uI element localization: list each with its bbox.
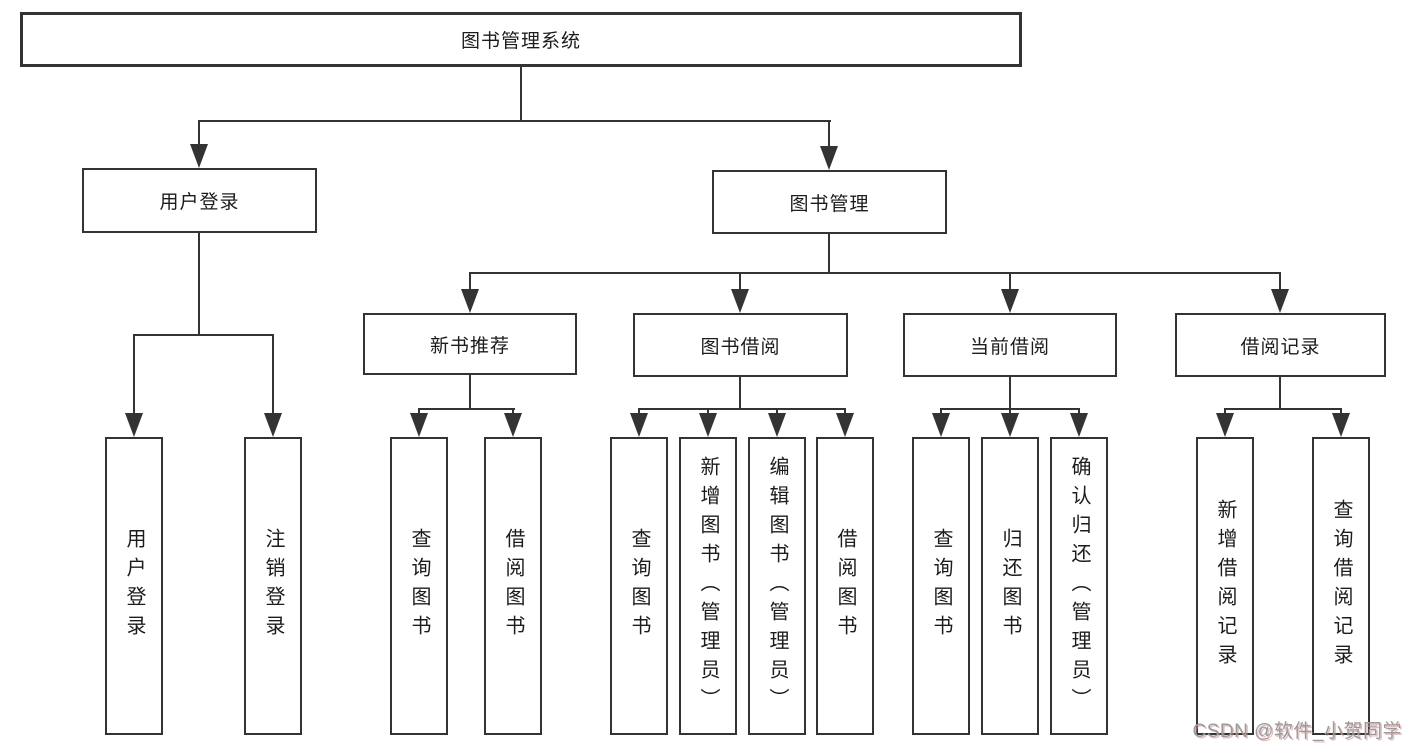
node-root: 图书管理系统 <box>20 12 1022 67</box>
node-cb-confirm-return: 确认归还（管理员） <box>1050 437 1108 735</box>
node-label: 借阅图书 <box>502 528 524 644</box>
connector-line <box>272 336 274 413</box>
connector-line <box>940 408 1080 410</box>
connector-line <box>739 274 741 289</box>
node-user-login: 用户登录 <box>82 168 317 233</box>
node-cb-query-books: 查询图书 <box>912 437 970 735</box>
connector-line <box>469 272 1281 274</box>
node-user-login-leaf: 用户登录 <box>105 437 163 735</box>
arrowhead-down-icon <box>1001 413 1019 437</box>
arrowhead-down-icon <box>1216 413 1234 437</box>
connector-line <box>1009 377 1011 408</box>
arrowhead-down-icon <box>410 413 428 437</box>
node-label: 当前借阅 <box>969 336 1050 358</box>
node-label: 图书管理 <box>789 193 870 215</box>
connector-line <box>469 375 471 408</box>
arrowhead-down-icon <box>1271 289 1289 313</box>
node-label: 查询图书 <box>408 528 430 644</box>
connector-line <box>469 274 471 289</box>
arrowhead-down-icon <box>504 413 522 437</box>
arrowhead-down-icon <box>836 413 854 437</box>
connector-line <box>1224 408 1342 410</box>
arrowhead-down-icon <box>264 413 282 437</box>
node-label: 查询图书 <box>628 528 650 644</box>
arrowhead-down-icon <box>699 413 717 437</box>
node-label: 查询图书 <box>930 528 952 644</box>
connector-line <box>418 408 515 410</box>
node-label: 新增借阅记录 <box>1214 499 1236 673</box>
node-label: 借阅记录 <box>1240 336 1321 358</box>
node-book-borrow: 图书借阅 <box>633 313 848 377</box>
watermark: CSDN @软件_小贺同学 <box>1192 721 1402 742</box>
connector-line <box>1279 274 1281 289</box>
connector-line <box>828 122 830 148</box>
node-br-add-record: 新增借阅记录 <box>1196 437 1254 735</box>
arrowhead-down-icon <box>190 144 208 168</box>
node-bb-borrow-books: 借阅图书 <box>816 437 874 735</box>
connector-line <box>828 234 830 272</box>
arrowhead-down-icon <box>932 413 950 437</box>
node-label: 用户登录 <box>159 192 240 213</box>
node-label: 注销登录 <box>262 528 284 644</box>
arrowhead-down-icon <box>125 413 143 437</box>
arrowhead-down-icon <box>1070 413 1088 437</box>
node-book-management: 图书管理 <box>712 170 947 234</box>
node-bb-query-books: 查询图书 <box>610 437 668 735</box>
arrowhead-down-icon <box>768 413 786 437</box>
node-borrow-records: 借阅记录 <box>1175 313 1386 377</box>
connector-line <box>133 334 274 336</box>
arrowhead-down-icon <box>461 289 479 313</box>
node-label: 用户登录 <box>123 528 145 644</box>
node-bb-add-books: 新增图书（管理员） <box>679 437 737 735</box>
node-label: 借阅图书 <box>834 528 856 644</box>
node-label: 新增图书（管理员） <box>697 455 719 717</box>
node-cb-return-books: 归还图书 <box>981 437 1039 735</box>
node-label: 图书借阅 <box>700 336 781 358</box>
node-nb-query-books: 查询图书 <box>390 437 448 735</box>
node-label: 归还图书 <box>999 528 1021 644</box>
node-nb-borrow-books: 借阅图书 <box>484 437 542 735</box>
node-label: 图书管理系统 <box>460 31 581 52</box>
node-logout: 注销登录 <box>244 437 302 735</box>
connector-line <box>198 120 831 122</box>
connector-line <box>198 233 200 334</box>
arrowhead-down-icon <box>1001 289 1019 313</box>
connector-line <box>739 377 741 408</box>
arrowhead-down-icon <box>731 289 749 313</box>
connector-line <box>133 336 135 413</box>
arrowhead-down-icon <box>630 413 648 437</box>
node-label: 确认归还（管理员） <box>1068 455 1090 717</box>
node-label: 编辑图书（管理员） <box>766 455 788 717</box>
connector-line <box>1009 274 1011 289</box>
connector-line <box>1279 377 1281 408</box>
node-label: 查询借阅记录 <box>1330 499 1352 673</box>
connector-line <box>198 122 200 146</box>
node-br-query-record: 查询借阅记录 <box>1312 437 1370 735</box>
arrowhead-down-icon <box>820 146 838 170</box>
node-current-borrow: 当前借阅 <box>903 313 1117 377</box>
node-label: 新书推荐 <box>429 335 510 357</box>
connector-line <box>638 408 846 410</box>
arrowhead-down-icon <box>1332 413 1350 437</box>
node-bb-edit-books: 编辑图书（管理员） <box>748 437 806 735</box>
node-new-book-recommend: 新书推荐 <box>363 313 577 375</box>
connector-line <box>520 67 522 120</box>
